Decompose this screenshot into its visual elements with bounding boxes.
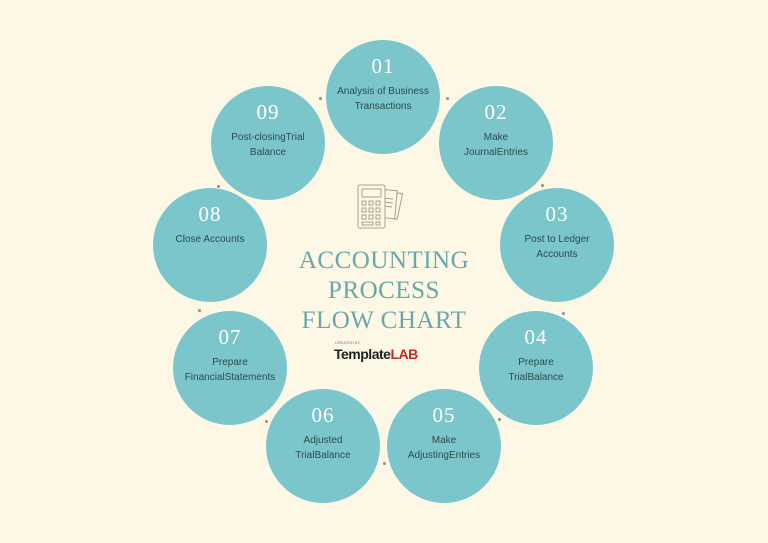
step-number: 06 — [311, 403, 335, 427]
step-circle-02: 02 Make JournalEntries — [439, 86, 553, 200]
step-number: 05 — [432, 403, 456, 427]
step-circle-07: 07 Prepare FinancialStatements — [173, 311, 287, 425]
connector-dot — [319, 97, 322, 100]
step-number: 04 — [524, 325, 548, 349]
connector-dot — [446, 97, 449, 100]
step-label: Adjusted TrialBalance — [295, 435, 351, 461]
step-label: Post to Ledger Accounts — [524, 234, 590, 260]
step-number: 02 — [484, 100, 508, 124]
step-label: Prepare TrialBalance — [508, 357, 564, 383]
step-label: Post-closingTrial Balance — [231, 132, 305, 158]
brand-suffix: LAB — [390, 346, 418, 362]
connector-dot — [562, 312, 565, 315]
step-circle-04: 04 Prepare TrialBalance — [479, 311, 593, 425]
step-number: 07 — [218, 325, 242, 349]
step-label: Prepare FinancialStatements — [184, 357, 276, 383]
step-label: Close Accounts — [175, 234, 245, 245]
step-number: 03 — [545, 202, 569, 226]
connector-dot — [498, 418, 501, 421]
step-circle-01: 01 Analysis of Business Transactions — [326, 40, 440, 154]
step-number: 01 — [371, 54, 395, 78]
connector-dot — [198, 309, 201, 312]
brand-logo: CREATED BY TemplateLAB — [334, 340, 418, 362]
title-line-3: FLOW CHART — [301, 307, 467, 334]
step-circle-06: 06 Adjusted TrialBalance — [266, 389, 380, 503]
chart-title: ACCOUNTING PROCESS FLOW CHART — [264, 246, 504, 336]
step-label: Make JournalEntries — [464, 132, 528, 158]
connector-dot — [383, 462, 386, 465]
step-number: 08 — [198, 202, 222, 226]
brand-tag: CREATED BY — [335, 340, 361, 345]
calculator-and-documents-icon — [357, 184, 404, 229]
step-circle-03: 03 Post to Ledger Accounts — [500, 188, 614, 302]
step-circle-08: 08 Close Accounts — [153, 188, 267, 302]
connector-dot — [217, 185, 220, 188]
connector-dot — [265, 420, 268, 423]
brand-prefix: Template — [334, 346, 391, 362]
step-label: Analysis of Business Transactions — [337, 86, 429, 112]
title-line-1: ACCOUNTING — [298, 247, 470, 274]
step-label: Make AdjustingEntries — [407, 435, 481, 461]
title-line-2: PROCESS — [328, 277, 440, 304]
step-circle-05: 05 Make AdjustingEntries — [387, 389, 501, 503]
connector-dot — [541, 184, 544, 187]
step-circle-09: 09 Post-closingTrial Balance — [211, 86, 325, 200]
step-number: 09 — [256, 100, 280, 124]
